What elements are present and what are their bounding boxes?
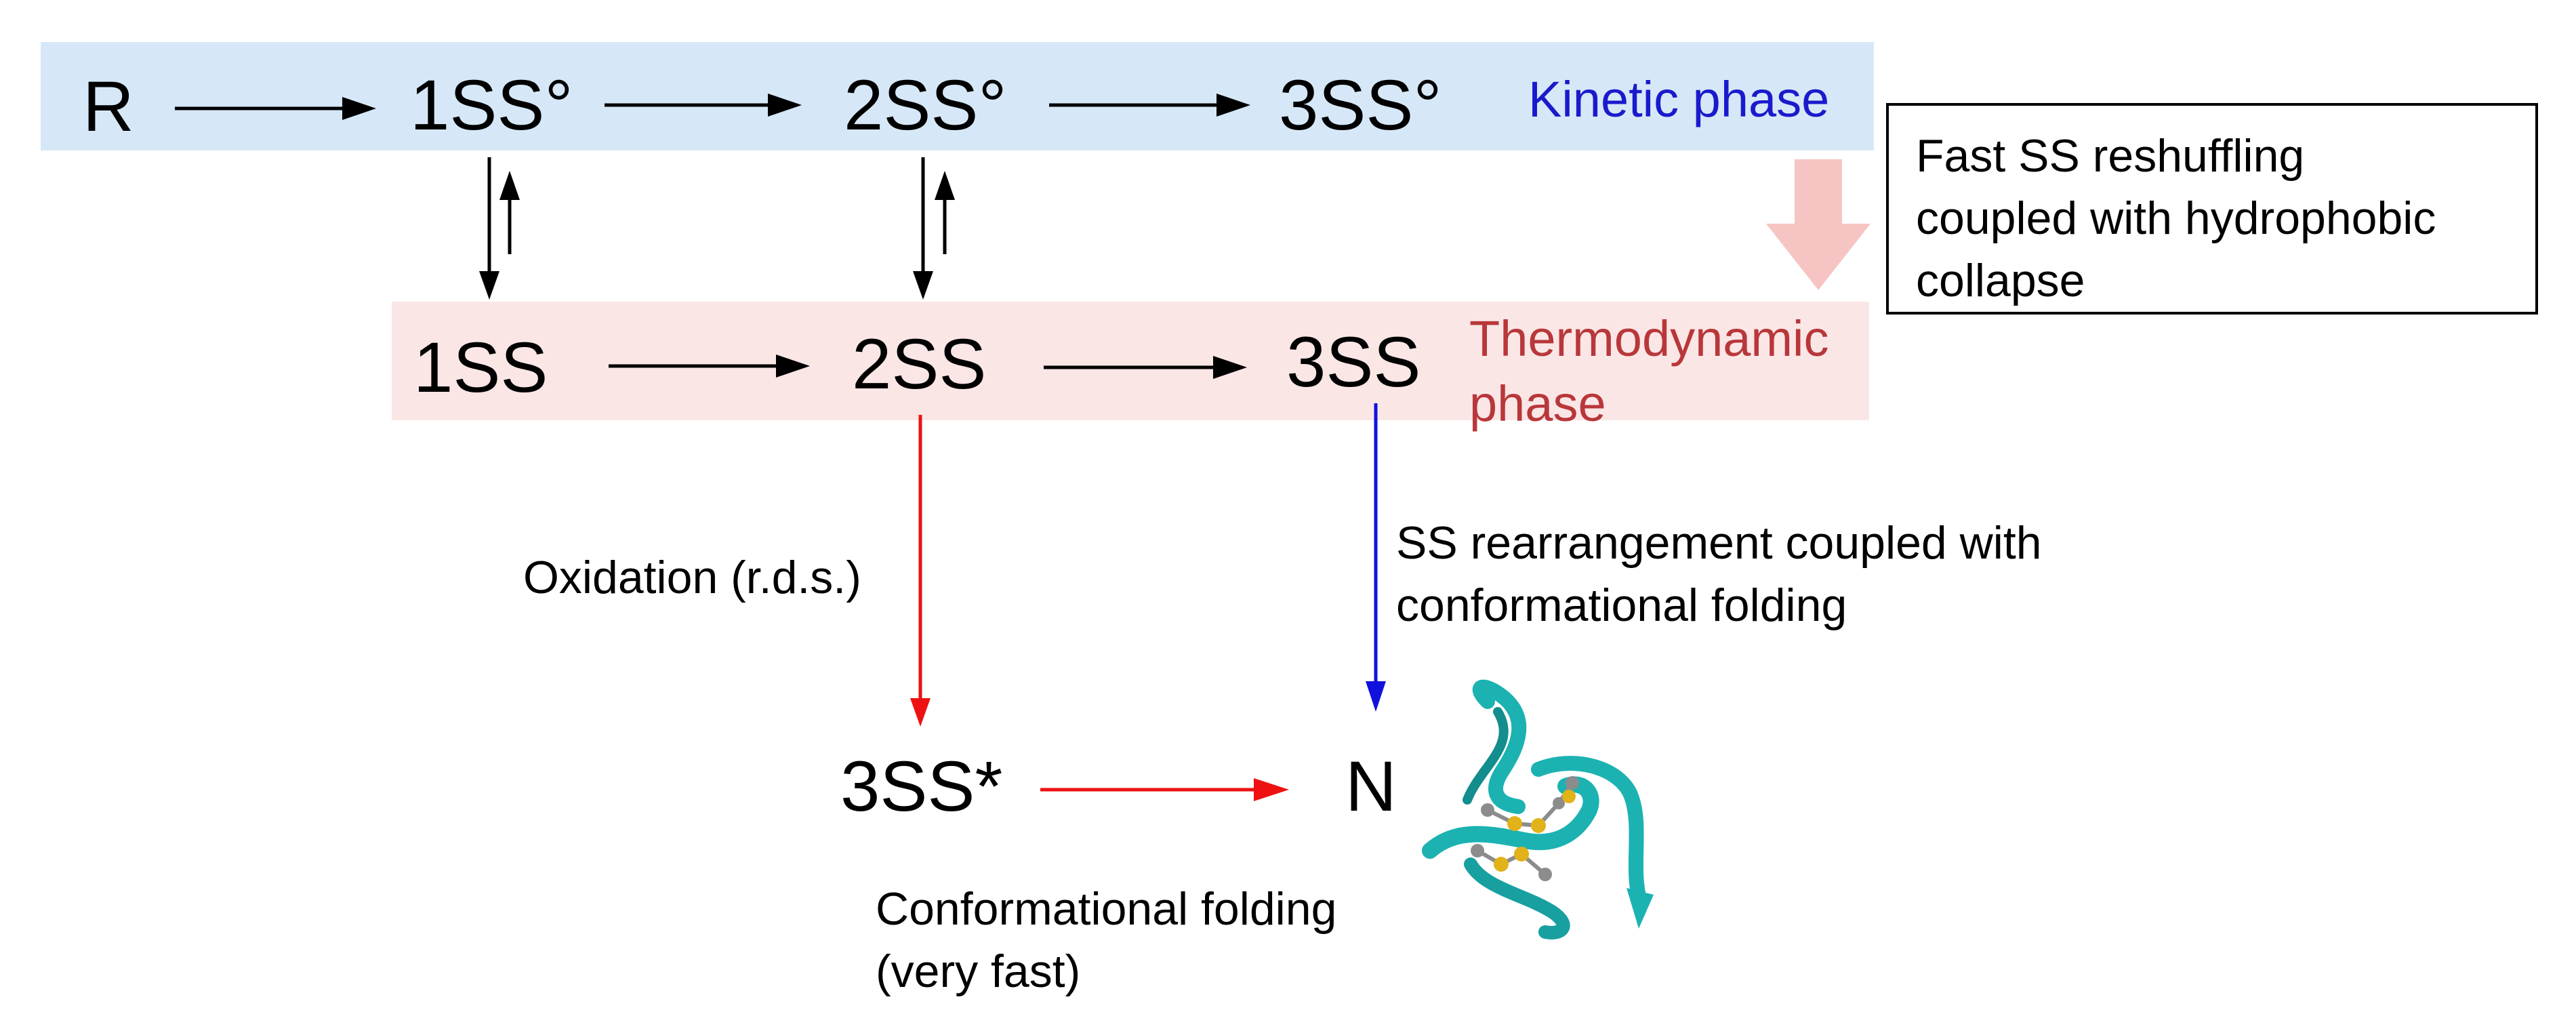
species-3ss-deg: 3SS° [1279,66,1442,145]
species-native: N [1345,747,1397,826]
conformational-folding-label: Conformational folding (very fast) [876,883,1337,997]
species-2ss: 2SS [852,325,987,404]
species-1ss-deg: 1SS° [410,66,573,145]
arrowhead-2ss-to-3ss [1213,356,1247,379]
arrowhead-2ss-up [935,171,955,200]
kinetic-arrows [175,94,1250,120]
species-1ss: 1SS [413,328,548,407]
oxidation-path [910,415,931,727]
species-r: R [83,67,134,146]
thermodynamic-arrows [609,355,1247,379]
oxidation-label: Oxidation (r.d.s.) [523,552,861,603]
rearrangement-label: SS rearrangement coupled with conformati… [1396,517,2042,631]
arrowhead-2ss-deg-down [913,271,933,300]
rearrangement-path [1366,403,1386,712]
kinetic-phase-label: Kinetic phase [1528,71,1830,127]
thermodynamic-phase-band [392,302,1869,420]
folding-arrow [1040,778,1289,801]
arrowhead-1ss-to-2ss [776,355,810,378]
thermodynamic-phase-label: Thermodynamic phase [1469,310,1829,432]
note-text: Fast SS reshuffling coupled with hydroph… [1916,130,2436,306]
big-down-arrow [1766,159,1870,290]
arrowhead-1ss-up [499,171,520,200]
species-2ss-deg: 2SS° [844,66,1007,145]
note-box: Fast SS reshuffling coupled with hydroph… [1886,103,2538,315]
arrowhead-2ss-deg-to-3ss-deg [1217,94,1250,117]
kinetic-phase-band [41,42,1874,150]
protein-ribbon-icon [1422,679,1654,939]
species-3ss-star: 3SS* [840,747,1003,826]
equilibrium-arrows [479,157,955,300]
arrowhead-1ss-deg-to-2ss-deg [768,94,802,117]
arrowhead-1ss-deg-down [479,271,499,300]
species-3ss: 3SS [1286,323,1421,402]
arrowhead-r-to-1ss-deg [342,97,376,120]
